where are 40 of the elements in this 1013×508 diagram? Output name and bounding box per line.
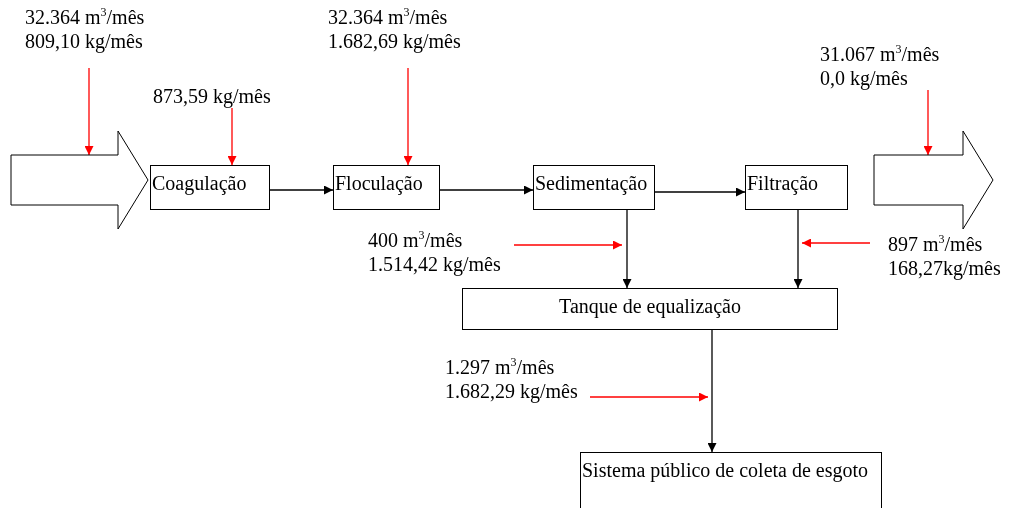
arrow [513, 240, 623, 250]
arrow [707, 329, 717, 453]
flow-value-label: 1.682,29 kg/mês [445, 379, 579, 403]
arrow [793, 209, 803, 289]
process-box [533, 165, 655, 210]
flow-value-label: 873,59 kg/mês [153, 84, 272, 108]
flow-value-label: 32.364 m$^{3}$/mês [25, 5, 146, 29]
flow-value-label: 168,27kg/mês [888, 256, 1002, 280]
arrow [923, 89, 933, 156]
process-label: Sistema público de coleta de esgoto [582, 458, 870, 482]
arrow [654, 187, 746, 197]
process-box [745, 165, 848, 210]
process-box [150, 165, 270, 210]
process-label: Floculação [335, 171, 424, 195]
arrow [269, 185, 334, 195]
arrow [84, 67, 94, 156]
arrow [439, 185, 534, 195]
block-arrow [10, 130, 150, 230]
arrow [403, 67, 413, 166]
process-label: Coagulação [152, 171, 248, 195]
process-label: Filtração [747, 171, 820, 195]
process-label: Sedimentação [535, 171, 649, 195]
arrow [801, 238, 871, 248]
arrow [589, 392, 709, 402]
process-box [333, 165, 440, 210]
process-box [462, 288, 838, 330]
flow-value-label: 1.514,42 kg/mês [368, 252, 502, 276]
flow-value-label: 32.364 m$^{3}$/mês [328, 5, 449, 29]
process-label: Tanque de equalização [558, 294, 742, 318]
process-box [580, 452, 882, 508]
flow-value-label: 1.682,69 kg/mês [328, 29, 462, 53]
flow-value-label: 1.297 m$^{3}$/mês [445, 355, 556, 379]
flow-value-label: 31.067 m$^{3}$/mês [820, 42, 941, 66]
flow-value-label: 897 m$^{3}$/mês [888, 232, 984, 256]
arrow [227, 107, 237, 166]
block-arrow [873, 130, 995, 230]
flow-value-label: 400 m$^{3}$/mês [368, 228, 464, 252]
flow-value-label: 809,10 kg/mês [25, 29, 144, 53]
arrow [622, 209, 632, 289]
flow-value-label: 0,0 kg/mês [820, 66, 909, 90]
